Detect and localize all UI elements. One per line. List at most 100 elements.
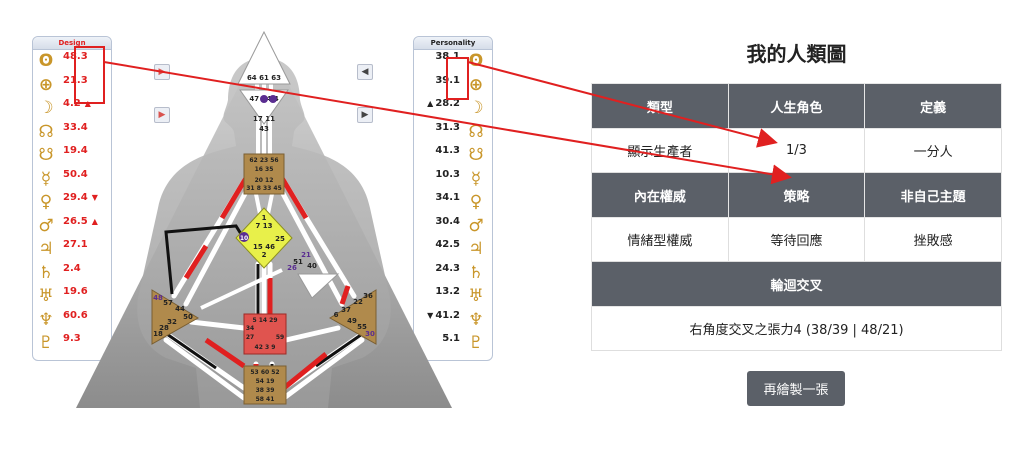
- design-planet-row: ♃27.1: [33, 239, 113, 261]
- personality-planet-row: ♄24.3: [414, 263, 494, 285]
- personality-arrow-left-button[interactable]: ◀: [357, 64, 373, 80]
- sacral-gates-bottom: 42 3 9: [255, 344, 276, 351]
- header-authority: 內在權威: [591, 172, 729, 218]
- planet-glyph-icon: ☋: [38, 145, 54, 165]
- value-profile: 1/3: [727, 128, 866, 173]
- design-arrow-right-button[interactable]: ▶: [154, 64, 170, 80]
- planet-glyph-icon: ♀: [39, 192, 53, 212]
- value-not-self-theme: 挫敗感: [864, 217, 1002, 262]
- planet-glyph-icon: ☊: [38, 121, 54, 142]
- header-definition: 定義: [864, 83, 1002, 129]
- g-gate-2: 2: [262, 251, 267, 259]
- spleen-gate-18: 18: [153, 330, 163, 338]
- root-gates-1: 53 60 52: [250, 369, 279, 376]
- planet-value: 9.3: [63, 333, 81, 344]
- design-arrow-right-button-2[interactable]: ▶: [154, 107, 170, 123]
- throat-gates-1: 62 23 56: [249, 157, 278, 164]
- solar-gate-6: 6: [334, 311, 339, 319]
- planet-number: 33.4: [63, 121, 88, 133]
- activated-channels: [160, 176, 369, 390]
- planet-value: 33.4: [63, 122, 88, 133]
- planet-glyph-icon: ☽: [38, 98, 54, 118]
- planet-number: 27.1: [63, 239, 88, 250]
- design-planet-row: ♀ 29.4▼: [33, 192, 113, 214]
- spleen-center: [151, 289, 199, 345]
- sacral-center: [243, 313, 287, 355]
- personality-arrow-right-button[interactable]: ▶: [357, 107, 373, 123]
- planet-glyph-icon: ♀: [469, 192, 483, 212]
- planet-glyph-icon: ʘ: [38, 51, 54, 71]
- planet-number: 5.1: [442, 333, 460, 344]
- table-row: 顯示生產者 1/3 一分人: [591, 128, 1002, 173]
- sacral-gate-27: 27: [246, 334, 254, 341]
- planet-number: 38.1: [435, 51, 460, 62]
- planet-glyph-icon: ♅: [468, 286, 484, 306]
- g-center: [235, 207, 293, 269]
- design-planet-row: ♅19.6: [33, 286, 113, 308]
- planet-glyph-icon: ♃: [468, 239, 484, 259]
- design-planet-row: ☊ 33.4: [33, 122, 113, 144]
- planet-number: 19.4: [63, 145, 88, 156]
- spleen-gate-28: 28: [159, 324, 169, 332]
- ajna-gate-4: [269, 95, 277, 103]
- planet-value: 34.1: [435, 192, 460, 203]
- planet-number: 19.6: [63, 286, 88, 297]
- table-header-row: 輪迴交叉: [591, 261, 1002, 307]
- g-gates-15-46: 15 46: [253, 243, 275, 251]
- planet-number: 2.4: [63, 262, 81, 274]
- throat-mid-gate: 43: [259, 125, 269, 133]
- planet-mark-icon: ▲: [91, 216, 98, 226]
- heart-gate-26: 26: [287, 264, 297, 272]
- planet-mark-icon: ▼: [91, 193, 98, 202]
- design-planet-row: ♇9.3: [33, 333, 113, 355]
- root-gates-3: 38 39: [256, 387, 275, 394]
- planet-value: 38.1: [435, 51, 460, 62]
- planet-glyph-icon: ♆: [468, 309, 484, 330]
- planet-number: 50.4: [63, 168, 88, 180]
- head-gates: 64 61 63: [247, 74, 281, 82]
- planet-number: 30.4: [435, 215, 460, 227]
- header-not-self-theme: 非自己主題: [864, 172, 1002, 218]
- table-header-row: 類型 人生角色 定義: [591, 83, 1002, 129]
- solar-gate-30: 30: [365, 330, 375, 338]
- personality-panel-title: Personality: [414, 37, 492, 50]
- ajna-gate-24: [260, 95, 268, 103]
- g-gates-7-13: 7 13: [255, 222, 272, 230]
- personality-planet-row: ♃ 42.5: [414, 239, 494, 261]
- result-table: 類型 人生角色 定義 顯示生產者 1/3 一分人 內在權威 策略 非自己主題 情…: [591, 83, 1002, 351]
- planet-value: 5.1: [442, 333, 460, 344]
- root-gates-2: 54 19: [256, 378, 275, 385]
- planet-value: 29.4▼: [63, 192, 98, 203]
- table-header-row: 內在權威 策略 非自己主題: [591, 172, 1002, 218]
- redraw-button[interactable]: 再繪製一張: [747, 371, 845, 406]
- personality-planet-row: ♂30.4: [414, 216, 494, 238]
- planet-value: 26.5▲: [63, 216, 98, 227]
- spleen-gate-44: 44: [175, 305, 185, 313]
- planet-number: 42.5: [435, 239, 460, 250]
- value-strategy: 等待回應: [727, 217, 866, 262]
- bodygraph-chart: 64 61 63 47 24 4 17 11 43 62 23 56 16 35…: [76, 30, 452, 408]
- planet-value: 2.4: [63, 263, 81, 274]
- planet-glyph-icon: ⊕: [468, 74, 484, 95]
- planet-glyph-icon: ♄: [38, 262, 54, 283]
- planet-glyph-icon: ☋: [468, 145, 484, 165]
- value-authority: 情緒型權威: [591, 217, 729, 262]
- design-planet-row: ♆60.6: [33, 310, 113, 332]
- throat-top-gates: 17 11: [253, 115, 275, 123]
- solar-gate-36: 36: [363, 292, 373, 300]
- planet-number: 4.2: [63, 98, 81, 109]
- table-row: 右角度交叉之張力4 (38/39 | 48/21): [591, 306, 1002, 351]
- throat-gates-4: 31 8 33 45: [246, 185, 282, 192]
- design-planet-row: ☋ 19.4: [33, 145, 113, 167]
- planet-number: 13.2: [435, 286, 460, 297]
- planet-glyph-icon: ♇: [468, 333, 484, 353]
- spleen-gate-32: 32: [167, 318, 177, 326]
- planet-value: 19.4: [63, 145, 88, 156]
- planet-glyph-icon: ʘ: [468, 51, 484, 71]
- table-row: 情緒型權威 等待回應 挫敗感: [591, 217, 1002, 262]
- heart-gate-51: 51: [293, 258, 303, 266]
- header-incarnation-cross: 輪迴交叉: [591, 261, 1002, 307]
- planet-value: ▼41.2: [427, 310, 460, 321]
- planet-mark-icon: ▼: [427, 310, 434, 320]
- planet-value: 24.3: [435, 263, 460, 274]
